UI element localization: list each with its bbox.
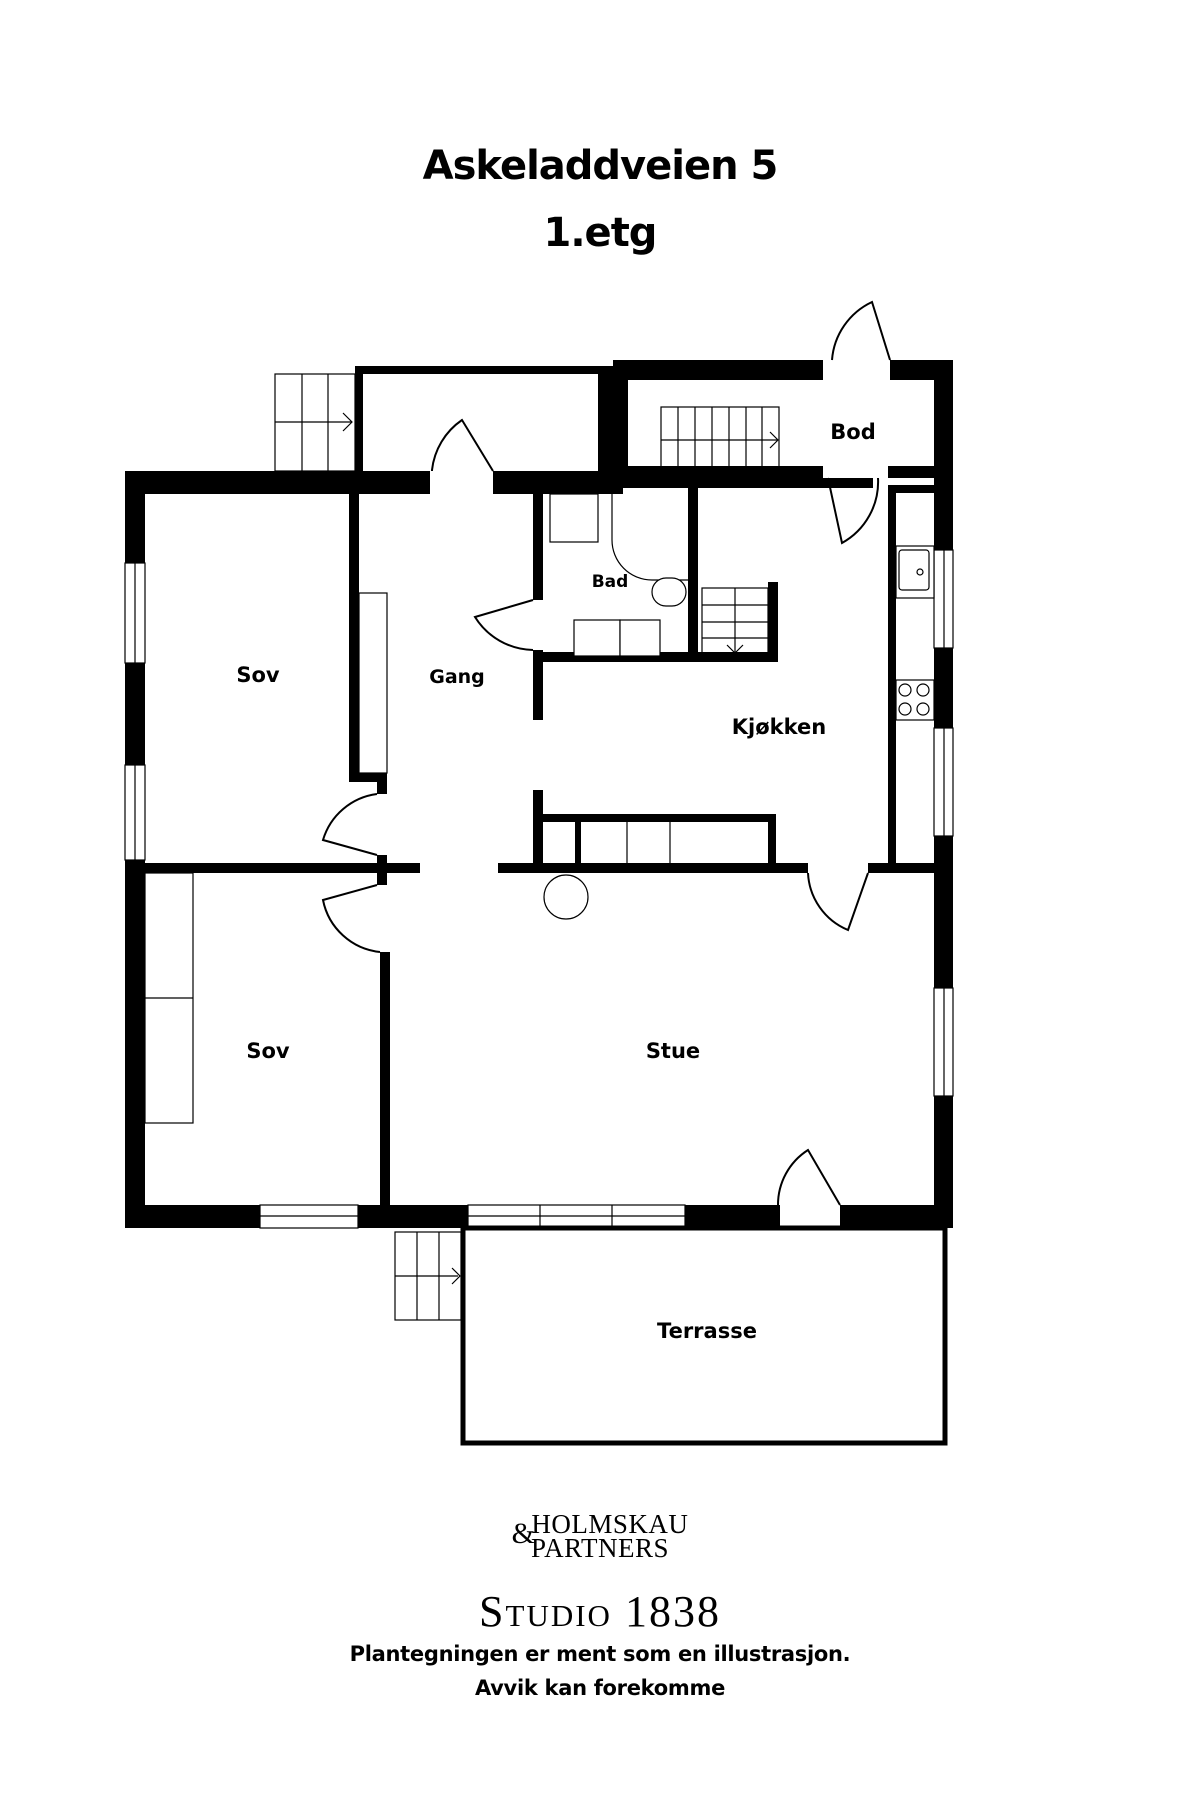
plan-title-address: Askeladdveien 5: [422, 143, 779, 189]
room-label-terrasse: Terrasse: [657, 1319, 757, 1343]
windows: [124, 549, 954, 1229]
brand-line-2: PARTNERS: [531, 1533, 669, 1563]
brand-logo-holmskau: &HOLMSKAU PARTNERS: [0, 1509, 1200, 1563]
disclaimer-line-1: Plantegningen er ment som en illustrasjo…: [349, 1642, 851, 1666]
disclaimer-line-2: Avvik kan forekomme: [474, 1676, 726, 1700]
room-label-kjokken: Kjøkken: [732, 715, 826, 739]
fixtures: [144, 493, 935, 1124]
room-label-sov-lower: Sov: [246, 1039, 290, 1063]
brand-ampersand: &: [511, 1517, 536, 1550]
shower-tray: [549, 493, 599, 543]
plan-title-floor: 1.etg: [543, 210, 658, 256]
room-label-sov-upper: Sov: [236, 663, 280, 687]
room-label-gang: Gang: [429, 666, 485, 688]
brand-logo-studio: Studio 1838: [479, 1587, 721, 1636]
terrace-outline: [460, 1225, 948, 1446]
room-label-bad: Bad: [592, 572, 629, 592]
doors: [321, 300, 891, 1206]
room-label-bod: Bod: [830, 420, 875, 444]
brand-line-1: HOLMSKAU: [531, 1509, 689, 1539]
walls: [125, 360, 953, 1228]
room-label-stue: Stue: [646, 1039, 700, 1063]
